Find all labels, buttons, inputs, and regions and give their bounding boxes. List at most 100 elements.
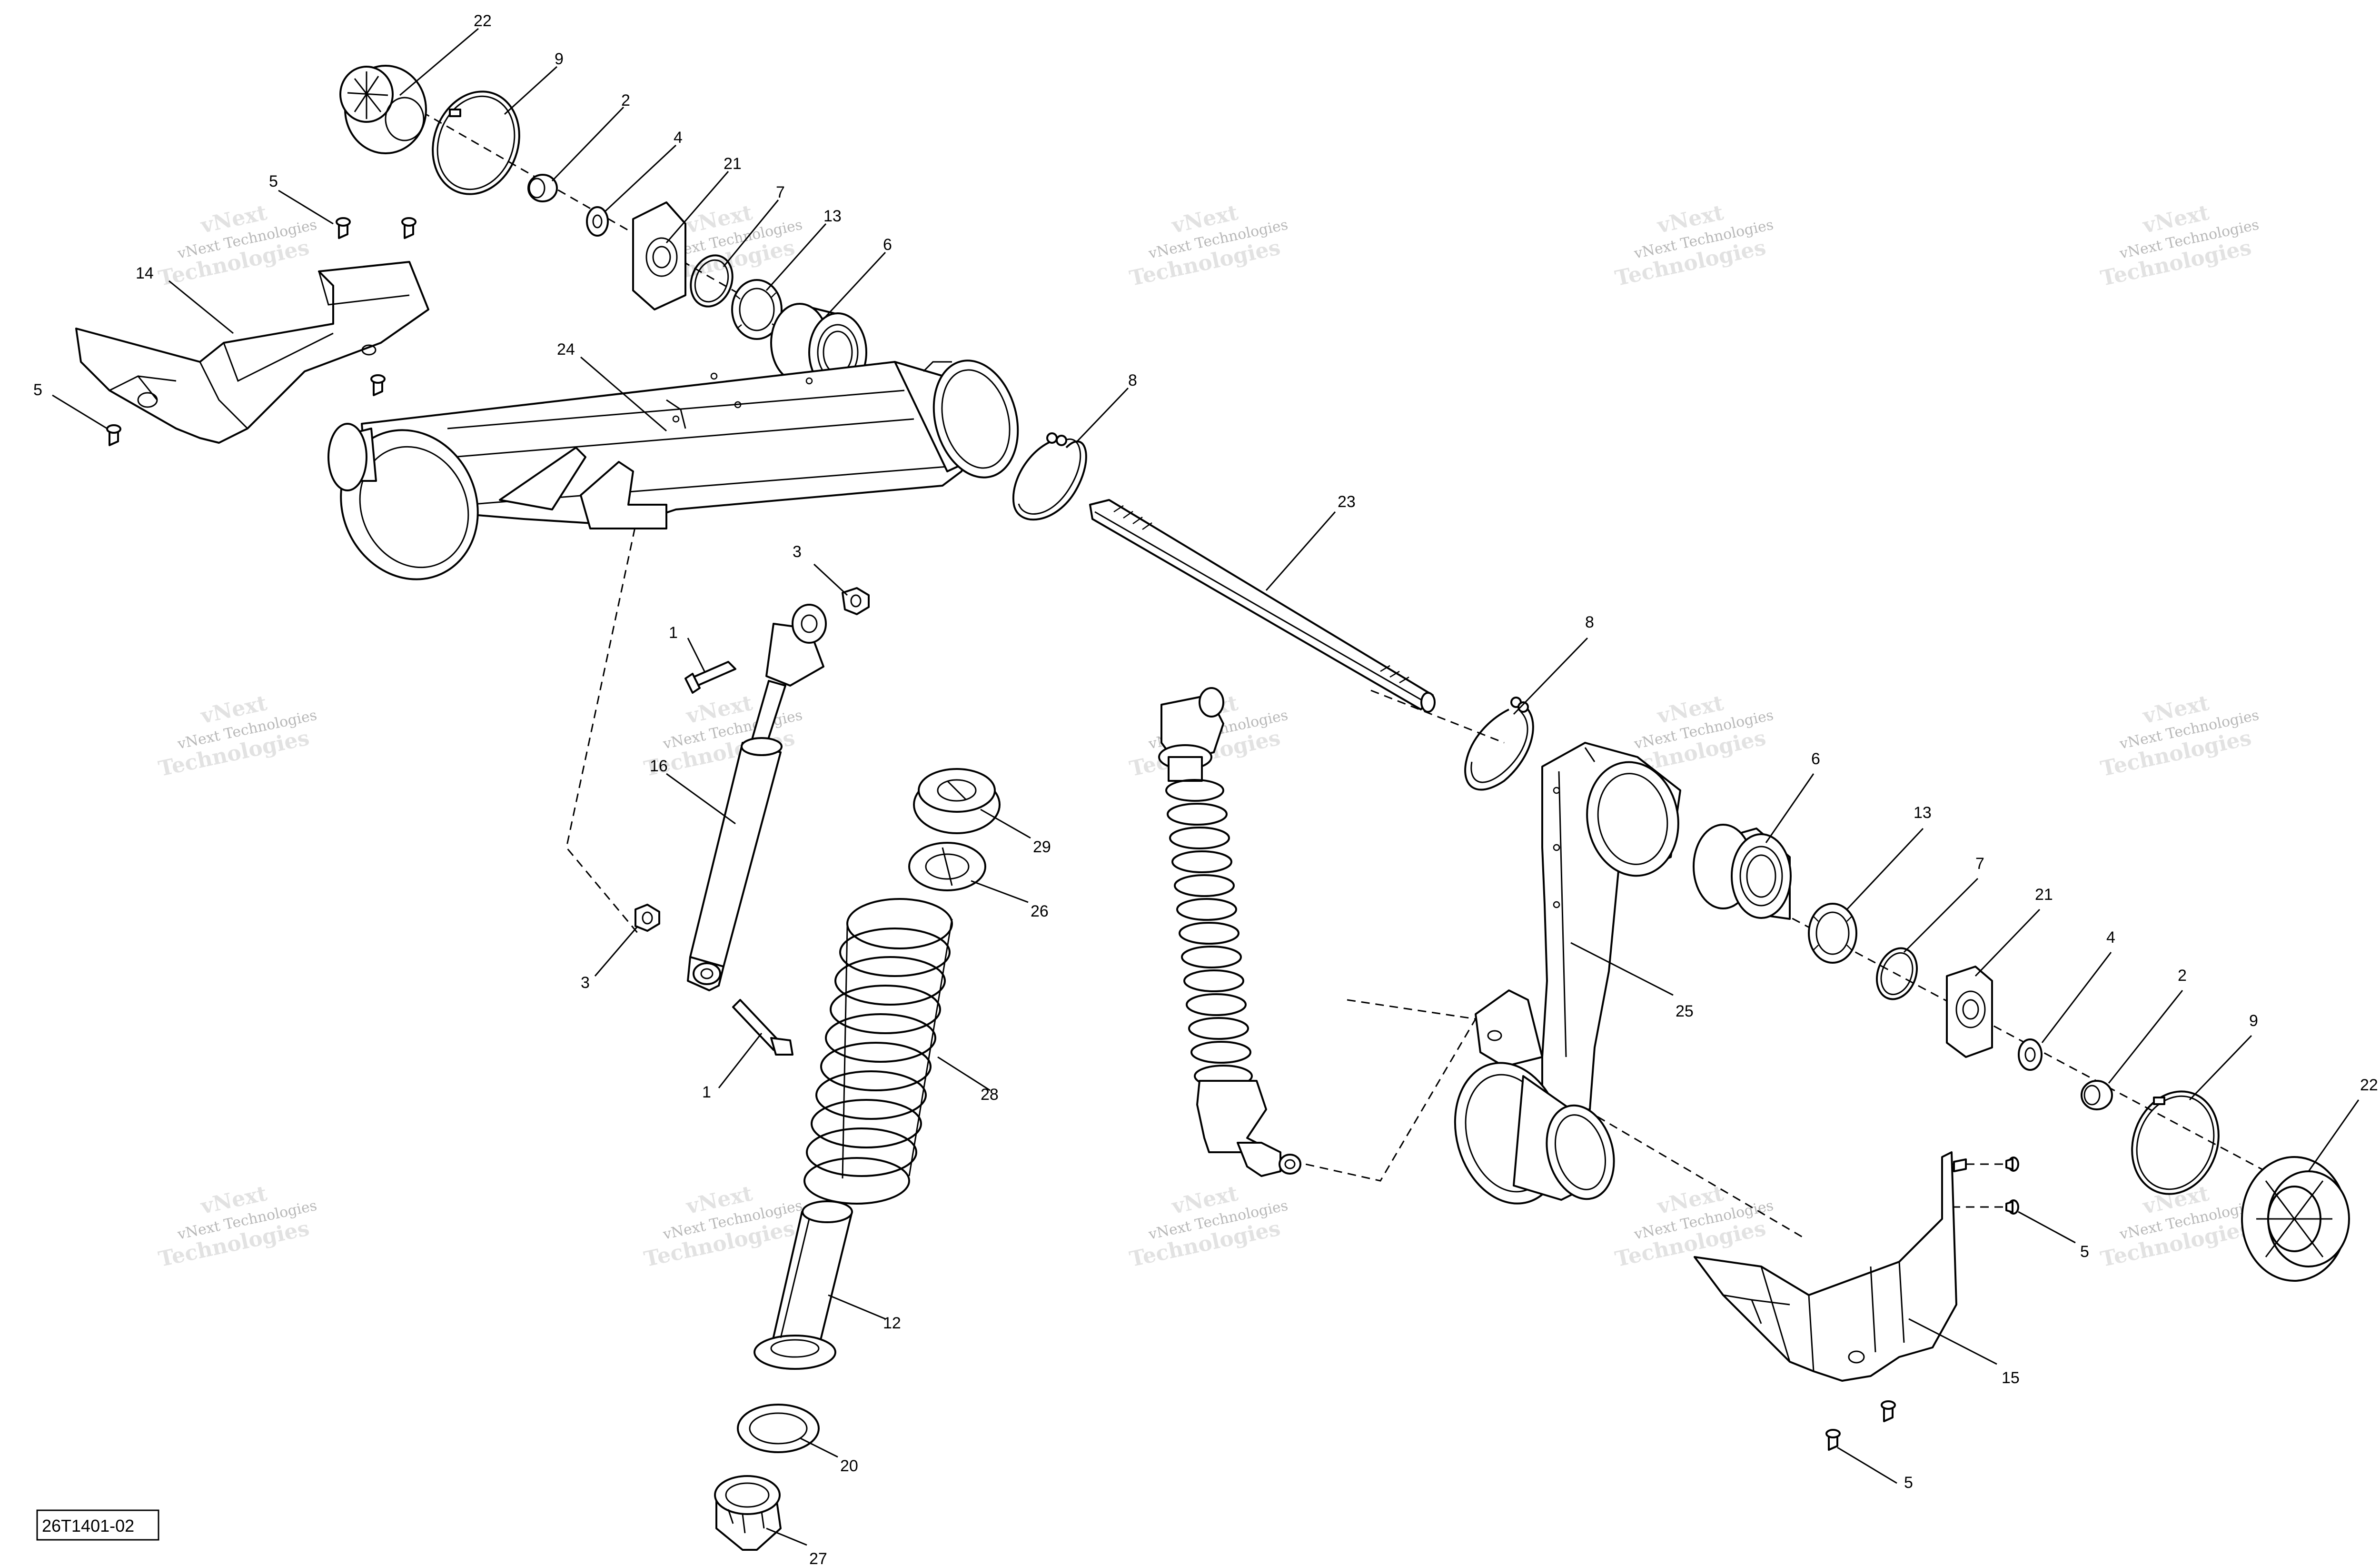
adjuster-nut-27 — [714, 1475, 782, 1551]
callout-5: 5 — [1904, 1474, 1913, 1492]
watermark: vNext vNext Technologies Technologies — [1613, 200, 1775, 291]
watermark: vNext vNext Technologies Technologies — [1613, 1181, 1775, 1272]
screw-5-c — [370, 374, 386, 396]
washer-20 — [737, 1404, 820, 1453]
spacer-26 — [908, 842, 986, 891]
swing-arm-25 — [1454, 742, 1681, 1205]
callout-1: 1 — [702, 1083, 711, 1101]
callout-22: 22 — [474, 12, 492, 30]
callout-25: 25 — [1676, 1002, 1694, 1020]
callout-8: 8 — [1128, 371, 1137, 389]
callout-16: 16 — [650, 757, 668, 775]
callout-14: 14 — [136, 264, 154, 282]
watermark: vNext vNext Technologies Technologies — [2099, 691, 2261, 781]
screw-5-f — [2005, 1199, 2019, 1215]
sprocket-21-upper — [632, 201, 686, 310]
watermark: vNext vNext Technologies Technologies — [2099, 200, 2261, 291]
callout-5: 5 — [33, 381, 42, 399]
coilover-spring — [1165, 779, 1253, 1087]
callout-26: 26 — [1031, 902, 1049, 920]
screw-5-a — [336, 217, 351, 239]
snap-ring-7-lower — [1875, 947, 1918, 1000]
hub-cap-22-lower — [2241, 1156, 2350, 1282]
watermark: vNext vNext Technologies Technologies — [157, 691, 318, 781]
callout-8: 8 — [1585, 613, 1594, 631]
watermark: vNext vNext Technologies Technologies — [642, 1181, 804, 1272]
callouts: 22 9 2 4 21 7 13 6 5 14 5 24 8 23 3 1 16… — [33, 12, 2378, 1566]
callout-21: 21 — [2035, 886, 2053, 904]
callout-21: 21 — [724, 155, 742, 173]
callout-7: 7 — [1975, 855, 1984, 873]
callout-20: 20 — [840, 1457, 858, 1475]
callout-23: 23 — [1338, 493, 1356, 511]
spring-seat-29 — [913, 768, 1001, 834]
clamp-9-lower — [2131, 1090, 2220, 1195]
callout-4: 4 — [2106, 928, 2115, 947]
callout-3: 3 — [793, 543, 802, 561]
nut-3-upper — [842, 587, 870, 615]
watermark: vNext vNext Technologies Technologies — [2099, 1181, 2261, 1272]
shock-mount-axis-right — [1294, 999, 1477, 1182]
callout-1: 1 — [669, 624, 678, 642]
callout-13: 13 — [823, 207, 842, 225]
callout-6: 6 — [1811, 750, 1820, 768]
hub-cap-22-upper — [339, 65, 427, 154]
washer-4-lower — [2018, 1038, 2043, 1071]
spring-28 — [803, 898, 953, 1205]
screw-5-b — [401, 217, 416, 239]
bearing-6-lower — [1693, 824, 1792, 920]
callout-2: 2 — [621, 91, 630, 110]
sprocket-21-lower — [1946, 966, 1993, 1058]
lock-nut-13-lower — [1808, 903, 1857, 964]
callout-2: 2 — [2178, 967, 2187, 985]
bolt-1-lower — [732, 999, 793, 1056]
callout-12: 12 — [883, 1314, 901, 1332]
callout-5: 5 — [2080, 1243, 2089, 1261]
callout-9: 9 — [555, 50, 564, 68]
watermark: vNext vNext Technologies Technologies — [1128, 200, 1289, 291]
callout-3: 3 — [581, 974, 590, 992]
callout-29: 29 — [1033, 838, 1051, 856]
leader-lines — [52, 28, 2360, 1546]
screw-5-h — [1825, 1429, 1841, 1451]
clamp-9-upper — [432, 90, 520, 195]
nut-2-lower — [2081, 1080, 2113, 1110]
nut-2-upper — [527, 174, 558, 202]
reference-code-box: 26T1401-02 — [36, 1509, 159, 1541]
callout-22: 22 — [2360, 1076, 2378, 1094]
shock-mount-axis-left — [565, 514, 639, 934]
callout-24: 24 — [557, 340, 575, 359]
shaft-axis — [1370, 689, 1505, 744]
callout-15: 15 — [2002, 1369, 2020, 1387]
callout-6: 6 — [883, 236, 892, 254]
upper-left-axis — [409, 104, 800, 329]
reference-code: 26T1401-02 — [42, 1516, 134, 1536]
circlip-8-lower — [1464, 697, 1534, 791]
guard-15 — [1694, 1151, 1957, 1382]
washer-4-upper — [586, 206, 609, 237]
swing-arm-24 — [327, 359, 1019, 580]
damper-16 — [687, 604, 827, 991]
callout-27: 27 — [809, 1550, 827, 1566]
bolt-1-upper — [684, 661, 736, 694]
nut-3-lower — [635, 904, 660, 932]
watermark: vNext vNext Technologies Technologies — [157, 1181, 318, 1272]
screw-5-e — [1953, 1157, 2019, 1172]
watermark: vNext vNext Technologies Technologies — [157, 200, 318, 291]
screw-5-d — [106, 424, 121, 446]
callout-9: 9 — [2249, 1012, 2258, 1030]
callout-5: 5 — [269, 172, 278, 190]
callout-28: 28 — [981, 1086, 999, 1104]
screw-5-g — [1881, 1400, 1896, 1422]
lock-nut-13-upper — [731, 279, 783, 340]
callout-4: 4 — [674, 129, 683, 147]
callout-13: 13 — [1914, 804, 1932, 822]
callout-7: 7 — [776, 183, 785, 201]
coilover-shock — [1158, 687, 1301, 1177]
snap-ring-7-upper — [690, 254, 734, 308]
guard-14 — [75, 261, 429, 444]
sleeve-12 — [754, 1200, 853, 1370]
watermark: vNext vNext Technologies Technologies — [1128, 1181, 1289, 1272]
circlip-8-upper — [1012, 432, 1087, 521]
